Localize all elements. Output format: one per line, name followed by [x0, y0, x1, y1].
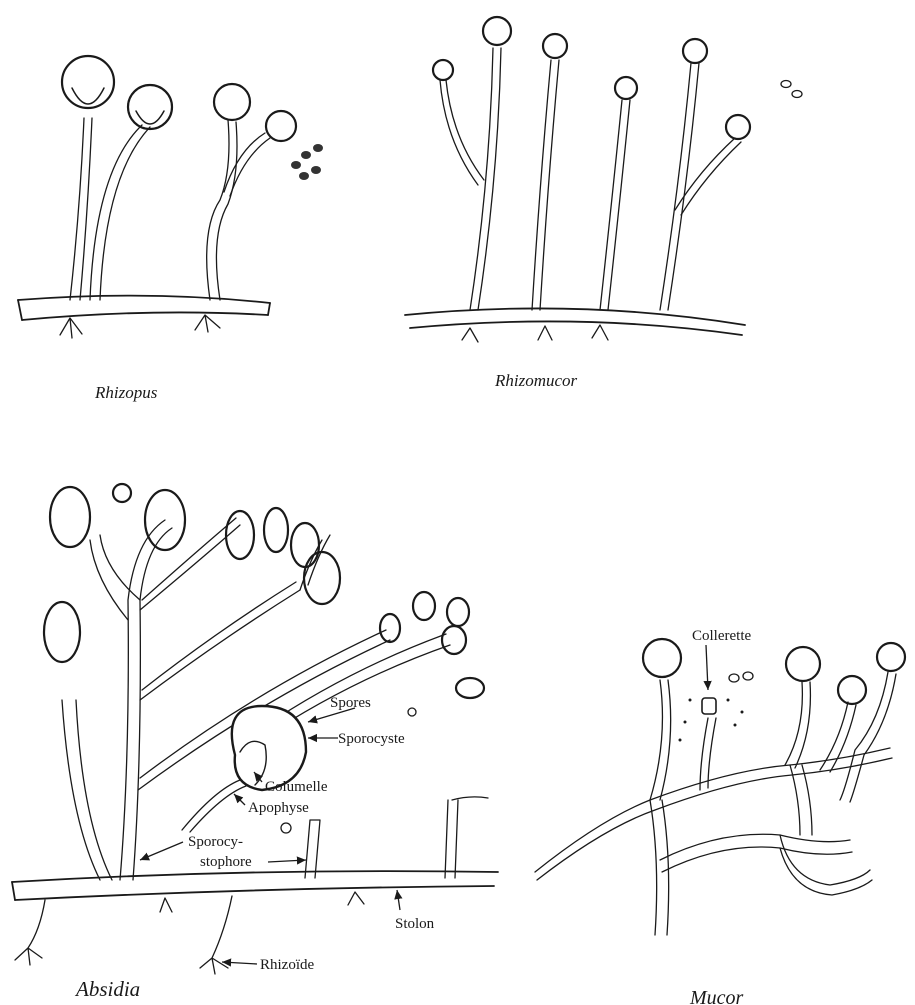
- rhizopus-drawing: Rhizopus: [18, 56, 323, 402]
- label-sporocystophore-line2: stophore: [200, 854, 252, 870]
- rhizopus-stolon: [18, 296, 270, 320]
- caption-rhizomucor: Rhizomucor: [494, 371, 578, 390]
- rhizomucor-sporangiophores: [440, 48, 741, 310]
- label-sporocyste: Sporocyste: [338, 731, 405, 747]
- absidia-sporangia: [44, 484, 484, 698]
- rhizopus-sporangiophores: [70, 118, 270, 300]
- rhizopus-spores: [291, 144, 323, 180]
- mucor-sporangiophores: [650, 672, 896, 802]
- sporocystophore-pointer-left: [140, 842, 183, 860]
- collerette-pointer: [706, 645, 708, 690]
- rhizomucor-rhizoids: [462, 325, 608, 342]
- absidia-drawing: Spores Sporocyste Columelle Apophyse Spo…: [12, 484, 498, 1001]
- stolon-pointer: [397, 890, 400, 910]
- label-sporocystophore-line1: Sporocy-: [188, 834, 243, 850]
- rhizomucor-spores: [781, 81, 802, 98]
- label-columelle: Columelle: [265, 779, 328, 795]
- absidia-sporangiophores: [62, 518, 450, 880]
- rhizopus-sporangia: [62, 56, 296, 141]
- rhizoide-pointer: [222, 962, 257, 964]
- label-stolon: Stolon: [395, 916, 435, 932]
- mucor-hyphal-network: [535, 748, 892, 935]
- rhizomucor-drawing: Rhizomucor: [405, 17, 802, 390]
- label-rhizoide: Rhizoïde: [260, 957, 314, 973]
- absidia-stolon: [12, 871, 498, 900]
- rhizomucor-stolon: [405, 308, 745, 335]
- label-collerette: Collerette: [692, 628, 751, 644]
- rhizopus-rhizoids: [60, 315, 220, 338]
- mucor-spores: [729, 672, 753, 682]
- caption-mucor: Mucor: [689, 987, 744, 1005]
- caption-absidia: Absidia: [74, 977, 140, 1001]
- caption-rhizopus: Rhizopus: [94, 383, 158, 402]
- mucor-released-spores: [679, 699, 744, 742]
- mucor-drawing: Collerette Mucor: [535, 628, 905, 1005]
- label-apophyse: Apophyse: [248, 800, 309, 816]
- sporocystophore-pointer-right: [268, 860, 306, 862]
- absidia-detail-sporangium: [182, 706, 488, 878]
- rhizomucor-sporangia: [433, 17, 750, 139]
- apophyse-pointer: [234, 794, 245, 805]
- mucor-sporangia: [643, 639, 905, 714]
- label-spores: Spores: [330, 695, 371, 711]
